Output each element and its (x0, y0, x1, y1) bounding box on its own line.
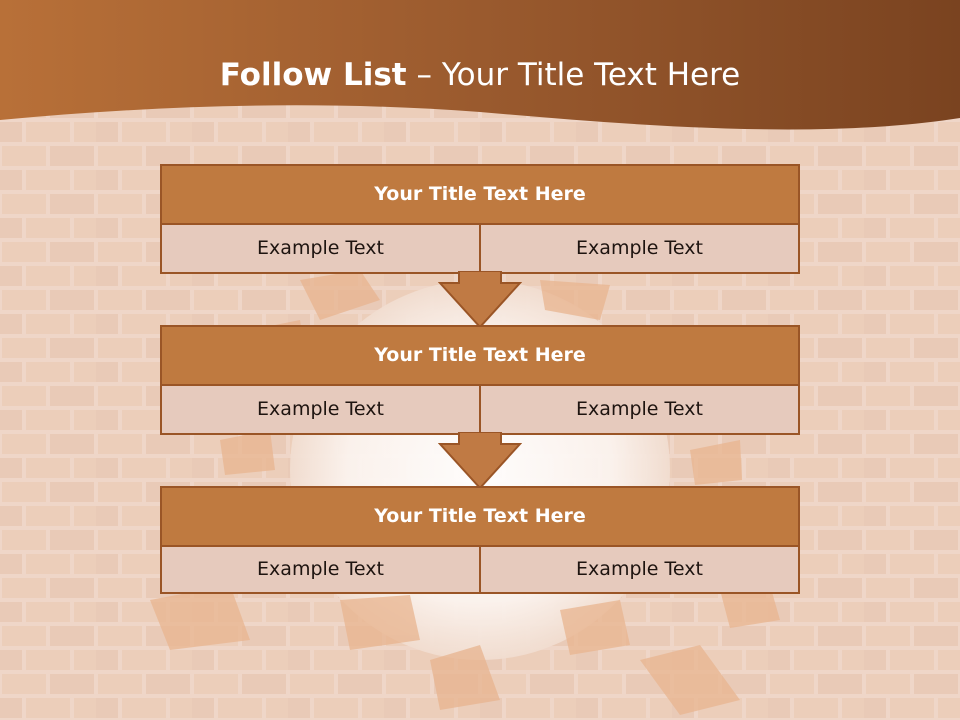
block-row: Example Text Example Text (162, 547, 798, 592)
block-cell-left: Example Text (257, 398, 384, 420)
block-cell-right: Example Text (479, 225, 798, 272)
block-cell-left: Example Text (257, 558, 384, 580)
block-row: Example Text Example Text (162, 225, 798, 272)
block-heading: Your Title Text Here (162, 166, 798, 225)
list-block-1: Your Title Text Here Example Text Exampl… (160, 164, 800, 274)
block-heading: Your Title Text Here (162, 327, 798, 386)
block-cell-left: Example Text (257, 237, 384, 259)
slide-title-rest: – Your Title Text Here (406, 57, 741, 93)
down-arrow-icon (438, 432, 522, 490)
block-row: Example Text Example Text (162, 386, 798, 433)
down-arrow-icon (438, 271, 522, 329)
list-block-2: Your Title Text Here Example Text Exampl… (160, 325, 800, 435)
block-cell-right: Example Text (479, 547, 798, 592)
slide-title: Follow List – Your Title Text Here (0, 52, 960, 98)
slide-title-bold: Follow List (219, 57, 407, 93)
list-block-3: Your Title Text Here Example Text Exampl… (160, 486, 800, 594)
block-cell-right: Example Text (479, 386, 798, 433)
block-heading: Your Title Text Here (162, 488, 798, 547)
